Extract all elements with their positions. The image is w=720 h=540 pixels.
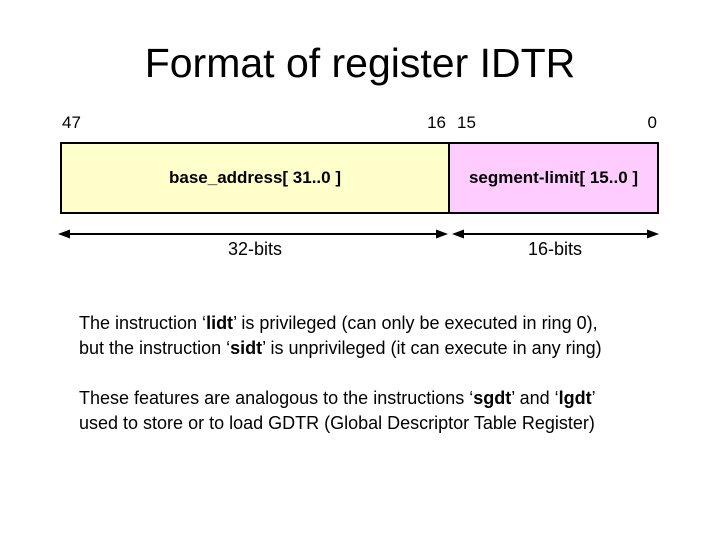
text-segment: used to store or to load GDTR (Global De…	[79, 413, 595, 433]
base-address-field: base_address[ 31..0 ]	[60, 142, 450, 214]
instruction-name-lidt: lidt	[206, 313, 234, 333]
text-segment: ’	[591, 388, 596, 408]
width-label-16bits: 16-bits	[527, 239, 583, 259]
paragraph-line: used to store or to load GDTR (Global De…	[79, 411, 659, 436]
double-arrow-32bits-icon	[58, 229, 448, 239]
bit-label-47: 47	[62, 113, 81, 132]
bit-label-15: 15	[457, 113, 476, 132]
paragraph-analogous: These features are analogous to the inst…	[79, 386, 659, 436]
segment-limit-label: segment-limit[ 15..0 ]	[468, 168, 639, 187]
text-segment: The instruction ‘	[79, 313, 207, 333]
instruction-name-lgdt: lgdt	[558, 388, 592, 408]
paragraph-line: The instruction ‘lidt’ is privileged (ca…	[79, 311, 659, 336]
page-title: Format of register IDTR	[144, 40, 576, 86]
width-label-32bits: 32-bits	[227, 239, 283, 259]
paragraph-line: but the instruction ‘sidt’ is unprivileg…	[79, 336, 659, 361]
width-arrows	[58, 229, 659, 239]
text-segment: These features are analogous to the inst…	[79, 388, 474, 408]
text-segment: ’ and ‘	[511, 388, 559, 408]
text-segment: ’ is unprivileged (it can execute in any…	[262, 338, 602, 358]
instruction-name-sidt: sidt	[230, 338, 263, 358]
text-segment: ’ is privileged (can only be executed in…	[233, 313, 598, 333]
base-address-label: base_address[ 31..0 ]	[169, 168, 341, 187]
text-segment: but the instruction ‘	[79, 338, 231, 358]
segment-limit-field: segment-limit[ 15..0 ]	[450, 142, 659, 214]
instruction-name-sgdt: sgdt	[473, 388, 512, 408]
bit-label-16: 16	[427, 113, 446, 132]
paragraph-privileged: The instruction ‘lidt’ is privileged (ca…	[79, 311, 659, 361]
paragraph-line: These features are analogous to the inst…	[79, 386, 659, 411]
register-diagram: base_address[ 31..0 ] segment-limit[ 15.…	[60, 142, 659, 214]
bit-label-0: 0	[647, 113, 657, 132]
double-arrow-16bits-icon	[452, 229, 659, 239]
